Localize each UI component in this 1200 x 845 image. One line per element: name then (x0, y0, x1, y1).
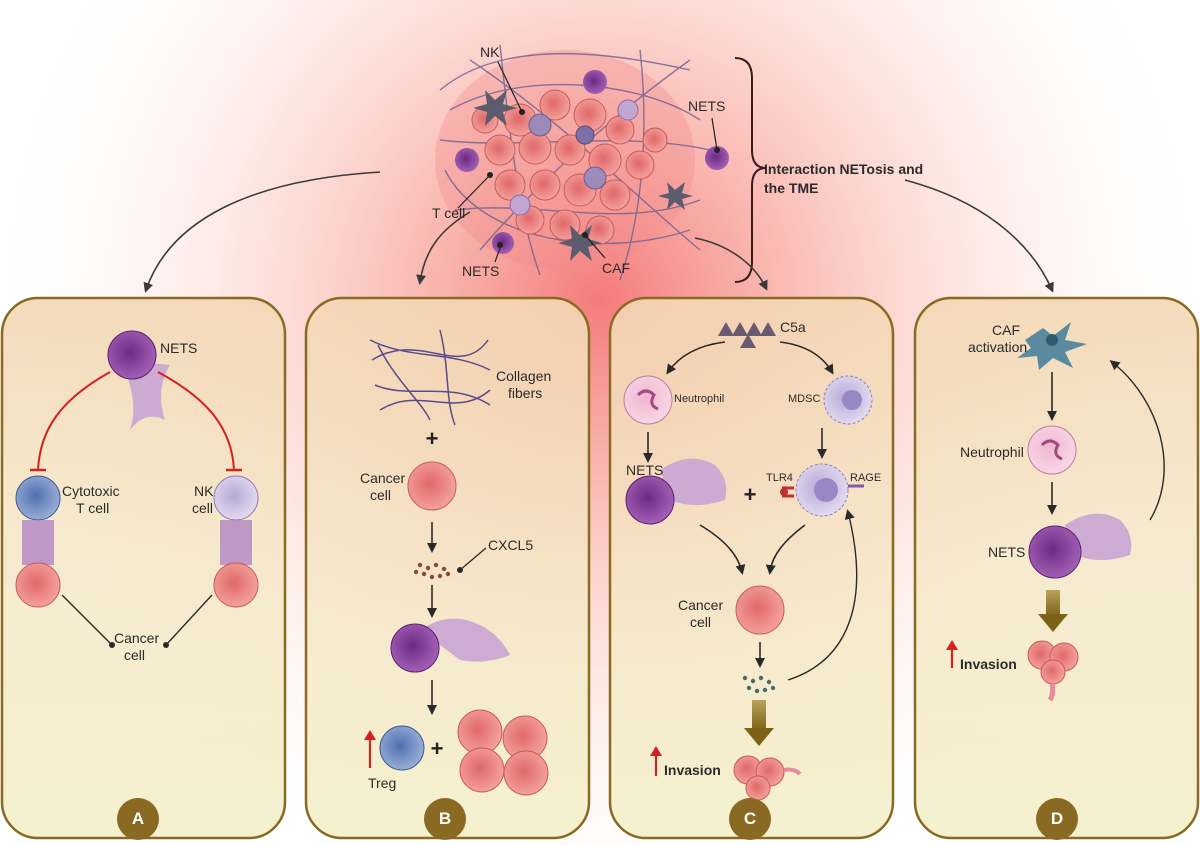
panel-b-treg-label: Treg (368, 775, 397, 791)
panel-a-cancer-line2: cell (124, 647, 146, 663)
top-title-line2: the TME (764, 180, 819, 196)
panel-b-badge: B (424, 798, 466, 840)
plus-collagen: + (426, 426, 439, 451)
top-to-panel-arrows (143, 171, 1054, 293)
panel-d-neutrophil-label: Neutrophil (960, 444, 1024, 460)
top-title-line1: Interaction NETosis and (764, 161, 924, 177)
panel-c-tlr4-label: TLR4 (766, 472, 793, 484)
panel-d-caf-line1: CAF (992, 322, 1020, 338)
panel-a-graphics (15, 330, 259, 648)
panel-b-cancer-line1: Cancer (360, 470, 406, 486)
panel-d-caf-line2: activation (968, 339, 1028, 355)
panel-d-badge: D (1036, 798, 1078, 840)
panel-a-nk-line1: NK (194, 483, 214, 499)
panel-c-badge: C (729, 798, 771, 840)
panel-c-cancer-line1: Cancer (678, 597, 724, 613)
panel-c-invasion-label: Invasion (664, 762, 721, 778)
label-t-cell: T cell (432, 205, 466, 221)
panel-b-cancer-line2: cell (370, 487, 392, 503)
panel-c-nets-label: NETS (626, 462, 664, 478)
plus-receptors: + (744, 482, 757, 507)
label-nk: NK (480, 44, 500, 60)
panel-a-nets-label: NETS (160, 340, 198, 356)
panel-b-cxcl5-label: CXCL5 (488, 537, 534, 553)
panel-d-graphics (946, 322, 1165, 702)
panel-c-mdsc-label: MDSC (788, 393, 821, 405)
panel-d-nets-label: NETS (988, 544, 1026, 560)
panel-c-c5a-label: C5a (780, 319, 806, 335)
panel-b-collagen-line1: Collagen (496, 368, 552, 384)
panel-a-badge: A (117, 798, 159, 840)
panel-b-collagen-line2: fibers (508, 385, 543, 401)
label-nets-top-bottom: NETS (462, 263, 500, 279)
panel-c-cancer-line2: cell (690, 614, 712, 630)
panel-c-rage-label: RAGE (850, 472, 882, 484)
panel-c-graphics: + (623, 322, 873, 801)
panel-a-cytotoxic-line1: Cytotoxic (62, 483, 120, 499)
label-caf: CAF (602, 260, 630, 276)
panel-a-cytotoxic-line2: T cell (76, 500, 110, 516)
panel-c-neutrophil-label: Neutrophil (674, 393, 725, 405)
tumor-microenvironment-cluster (435, 44, 767, 283)
panel-a-nk-line2: cell (192, 500, 214, 516)
panel-d-invasion-label: Invasion (960, 656, 1017, 672)
plus-treg: + (431, 736, 444, 761)
panel-a-cancer-line1: Cancer (114, 630, 160, 646)
panel-b-graphics: + + (364, 329, 549, 796)
label-nets-top-right: NETS (688, 98, 726, 114)
